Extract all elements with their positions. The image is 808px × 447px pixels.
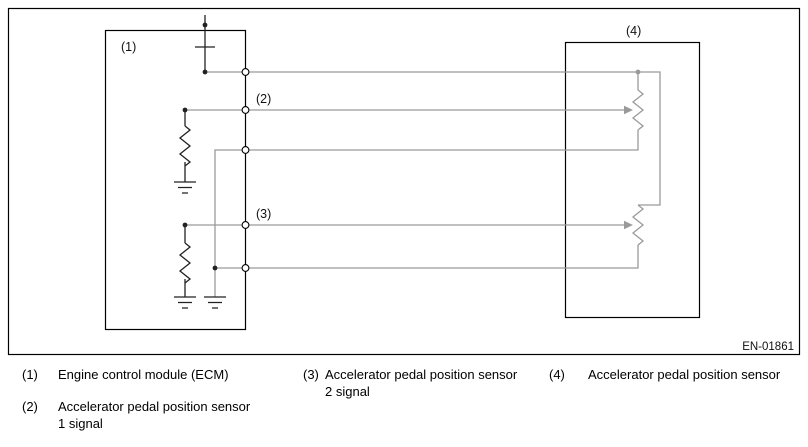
callout-signal2: (3)	[256, 207, 271, 221]
legend-text: Engine control module (ECM)	[58, 366, 229, 383]
legend-line: 1 signal	[58, 416, 103, 431]
legend-line: Accelerator pedal position sensor	[325, 367, 518, 382]
callout-signal1: (2)	[256, 92, 271, 106]
terminal-vcc	[241, 68, 250, 76]
signal2-arrow-icon	[624, 220, 633, 230]
legend-text: Accelerator pedal position sensor 2 sign…	[325, 366, 517, 400]
junction-dots-wire	[635, 69, 641, 75]
ecm-box	[104, 29, 247, 331]
callout-sensor: (4)	[626, 24, 641, 38]
ground2-wire	[215, 245, 639, 269]
legend-item-1: (1) Engine control module (ECM)	[22, 366, 229, 383]
legend-text: Accelerator pedal position sensor 1 sign…	[58, 398, 250, 432]
ecm-internals	[174, 15, 226, 309]
ground2-icon	[174, 296, 196, 309]
legend-ref: (2)	[22, 399, 38, 414]
ecm-terminals	[241, 68, 250, 272]
terminal-signal2	[241, 221, 250, 229]
legend-ref: (4)	[549, 367, 565, 382]
vcc-wire	[205, 71, 661, 206]
terminal-signal1	[241, 106, 250, 114]
legend-item-4: (4) Accelerator pedal position sensor	[549, 366, 780, 383]
legend-item-3: (3) Accelerator pedal position sensor 2 …	[303, 366, 517, 400]
legend-ref: (3)	[303, 367, 319, 382]
legend-ref: (1)	[22, 367, 38, 382]
wiper-arrows	[624, 105, 633, 230]
wires	[185, 71, 661, 297]
junction-dots	[182, 22, 218, 271]
junction-dot	[182, 222, 188, 228]
callout-ecm: (1)	[121, 40, 136, 54]
terminal-ground1	[241, 146, 250, 154]
ground1-icon	[174, 181, 196, 194]
pull-resistor1	[178, 125, 192, 167]
potentiometer2-resistor	[631, 204, 645, 246]
legend-line: 2 signal	[325, 384, 370, 399]
diagram-frame	[7, 7, 801, 356]
legend-line: Engine control module (ECM)	[58, 367, 229, 382]
terminal-ground2	[241, 264, 250, 272]
junction-dot	[202, 69, 208, 75]
ground3-icon	[204, 296, 226, 309]
sensor-box	[564, 41, 701, 319]
legend-text: Accelerator pedal position sensor	[588, 366, 780, 383]
diagram-boxes	[7, 7, 801, 356]
signal1-arrow-icon	[624, 105, 633, 115]
pull-resistor2	[178, 242, 192, 284]
junction-dot	[635, 69, 641, 75]
wiring-diagram: (1) (2) (3) (4) EN-01861	[7, 7, 801, 356]
junction-dot	[182, 107, 188, 113]
ground1-wire	[214, 130, 639, 297]
figure-code: EN-01861	[742, 341, 794, 353]
potentiometer1-resistor	[631, 89, 645, 131]
junction-dot	[202, 22, 208, 28]
legend-item-2: (2) Accelerator pedal position sensor 1 …	[22, 398, 250, 432]
legend-line: Accelerator pedal position sensor	[58, 399, 251, 414]
junction-dot	[212, 265, 218, 271]
legend-line: Accelerator pedal position sensor	[588, 367, 781, 382]
